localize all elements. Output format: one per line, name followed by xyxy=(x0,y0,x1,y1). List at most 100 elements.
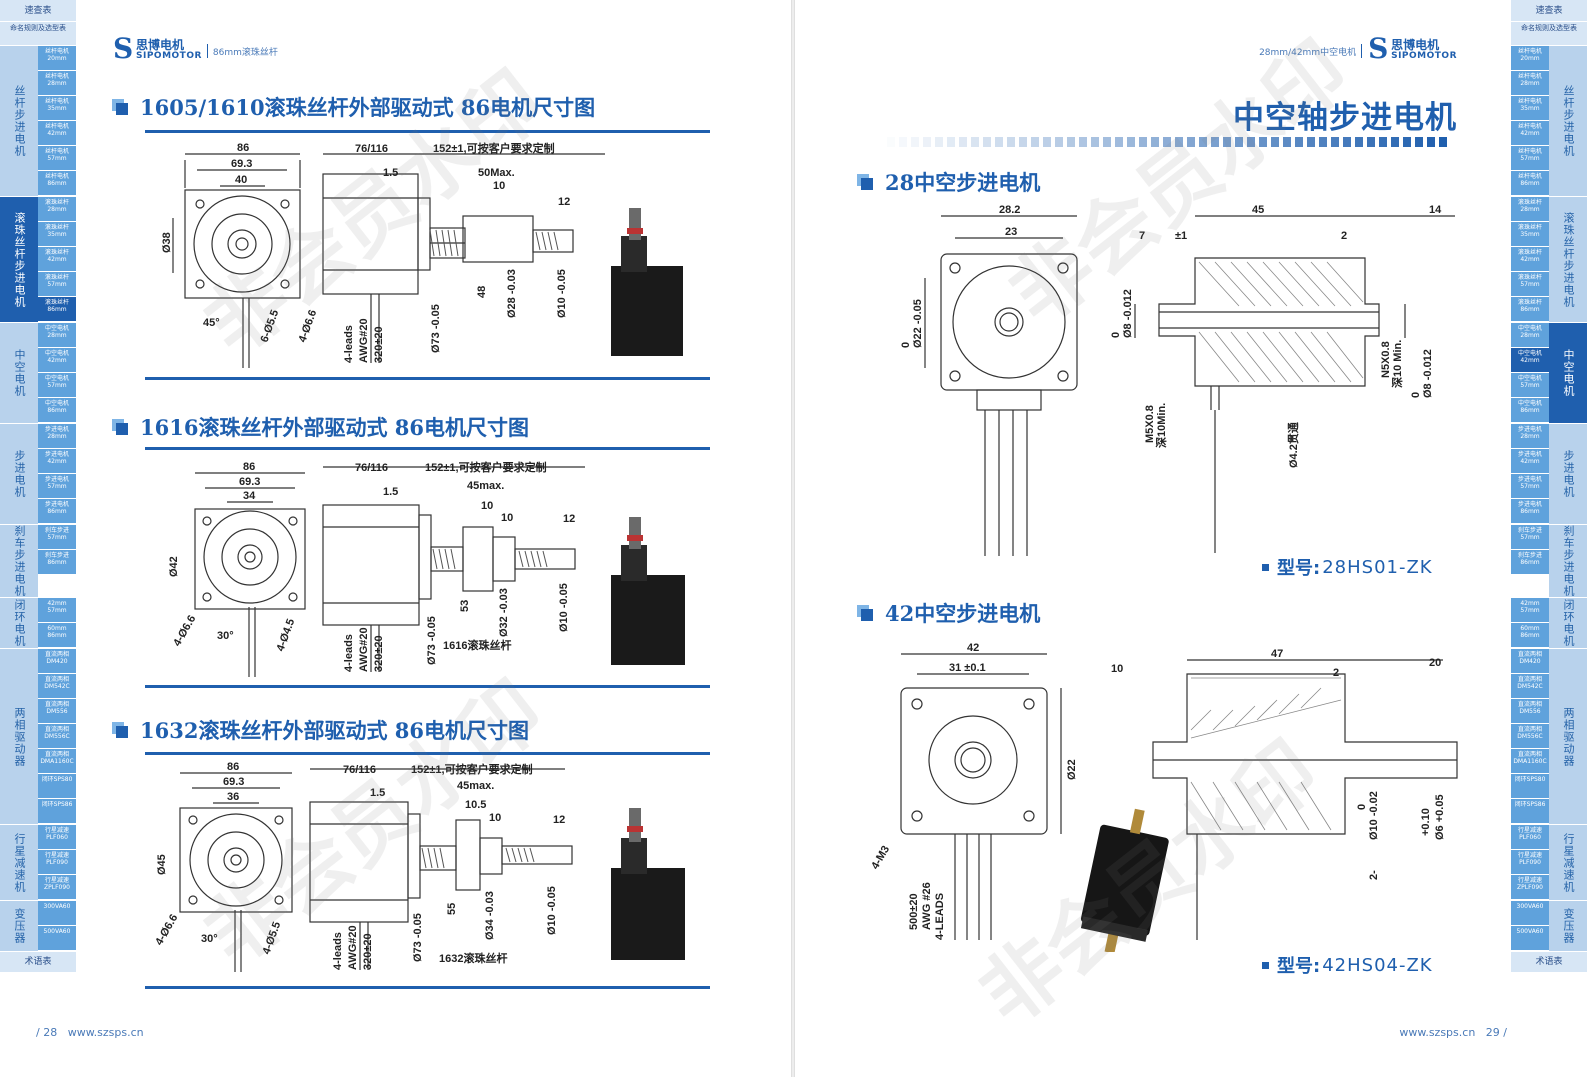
tab-item[interactable]: 300VA60 xyxy=(1511,901,1549,926)
tab-quick-reference[interactable]: 速查表 xyxy=(0,0,76,22)
tab-item[interactable]: 步进电机57mm xyxy=(38,474,76,499)
tab-item[interactable]: 中空电机86mm xyxy=(1511,398,1549,423)
tab-item[interactable]: 行星减速ZPLF090 xyxy=(38,875,76,900)
tab-item[interactable]: 直流两相DM556C xyxy=(38,724,76,749)
tab-item[interactable]: 丝杆电机42mm xyxy=(1511,121,1549,146)
tab-item[interactable]: 中空电机42mm xyxy=(38,348,76,373)
tab-item[interactable]: 42mm 57mm xyxy=(38,598,76,623)
tab-item[interactable]: 丝杆电机86mm xyxy=(1511,171,1549,196)
footer-url[interactable]: www.szsps.cn xyxy=(1399,1026,1476,1039)
tab-item[interactable]: 步进电机28mm xyxy=(38,424,76,449)
tab-item[interactable]: 闭环SPS86 xyxy=(1511,799,1549,824)
tab-category[interactable]: 变压器 xyxy=(0,901,38,951)
tab-item[interactable]: 行星减速PLF090 xyxy=(1511,850,1549,875)
tab-item[interactable]: 滚珠丝杆42mm xyxy=(38,247,76,272)
tab-item[interactable]: 42mm 57mm xyxy=(1511,598,1549,623)
tab-glossary[interactable]: 术语表 xyxy=(1511,952,1587,972)
footer-url[interactable]: www.szsps.cn xyxy=(67,1026,144,1039)
tab-category[interactable]: 步进电机 xyxy=(1549,424,1587,524)
tab-item[interactable]: 刹车步进86mm xyxy=(1511,550,1549,575)
tab-item[interactable]: 滚珠丝杆28mm xyxy=(1511,197,1549,222)
tab-item[interactable]: 中空电机28mm xyxy=(38,323,76,348)
tab-category[interactable]: 滚珠丝杆步进电机 xyxy=(1549,197,1587,322)
tab-item[interactable]: 滚珠丝杆57mm xyxy=(38,272,76,297)
tab-item[interactable]: 丝杆电机86mm xyxy=(38,171,76,196)
tab-glossary[interactable]: 术语表 xyxy=(0,952,76,972)
tab-category[interactable]: 刹车步进电机 xyxy=(1549,525,1587,597)
tab-item[interactable]: 刹车步进57mm xyxy=(38,525,76,550)
tab-item[interactable]: 300VA60 xyxy=(38,901,76,926)
tab-naming-rules[interactable]: 命名规则及选型表 xyxy=(0,22,76,46)
tab-item[interactable]: 步进电机28mm xyxy=(1511,424,1549,449)
tab-category[interactable]: 刹车步进电机 xyxy=(0,525,38,597)
tab-item[interactable]: 500VA60 xyxy=(1511,926,1549,951)
tab-item[interactable]: 丝杆电机28mm xyxy=(38,71,76,96)
tab-item[interactable]: 滚珠丝杆35mm xyxy=(1511,222,1549,247)
svg-text:Ø10 -0.02: Ø10 -0.02 xyxy=(1368,791,1380,840)
tab-item[interactable]: 滚珠丝杆57mm xyxy=(1511,272,1549,297)
tab-item[interactable]: 滚珠丝杆86mm xyxy=(1511,297,1549,322)
tab-item[interactable]: 步进电机42mm xyxy=(1511,449,1549,474)
tab-naming-rules[interactable]: 命名规则及选型表 xyxy=(1511,22,1587,46)
tab-item[interactable]: 直流两相DM420 xyxy=(38,649,76,674)
tab-item[interactable]: 滚珠丝杆35mm xyxy=(38,222,76,247)
tab-item[interactable]: 滚珠丝杆86mm xyxy=(38,297,76,322)
tab-item[interactable]: 刹车步进86mm xyxy=(38,550,76,575)
tab-category[interactable]: 丝杆步进电机 xyxy=(0,46,38,196)
tab-item[interactable]: 丝杆电机42mm xyxy=(38,121,76,146)
tab-item[interactable]: 闭环SPS80 xyxy=(1511,774,1549,799)
tab-item[interactable]: 直流两相DM556C xyxy=(1511,724,1549,749)
tab-category[interactable]: 闭环电机 xyxy=(0,598,38,648)
tab-category[interactable]: 中空电机 xyxy=(1549,323,1587,423)
tab-item[interactable]: 直流两相DM542C xyxy=(38,674,76,699)
tab-category[interactable]: 两相驱动器 xyxy=(1549,649,1587,824)
tab-quick-reference[interactable]: 速查表 xyxy=(1511,0,1587,22)
tab-item[interactable]: 中空电机86mm xyxy=(38,398,76,423)
tab-item[interactable]: 行星减速ZPLF090 xyxy=(1511,875,1549,900)
tab-item[interactable]: 步进电机86mm xyxy=(1511,499,1549,524)
dash-segment xyxy=(1127,137,1135,147)
svg-text:Ø6 +0.05: Ø6 +0.05 xyxy=(1434,794,1446,840)
tab-item[interactable]: 步进电机86mm xyxy=(38,499,76,524)
tab-item[interactable]: 丝杆电机57mm xyxy=(1511,146,1549,171)
tab-item[interactable]: 中空电机57mm xyxy=(1511,373,1549,398)
tab-item[interactable]: 行星减速PLF060 xyxy=(1511,825,1549,850)
tab-item[interactable]: 500VA60 xyxy=(38,926,76,951)
tab-category[interactable]: 行星减速机 xyxy=(1549,825,1587,900)
tab-item[interactable]: 丝杆电机57mm xyxy=(38,146,76,171)
tab-item[interactable]: 闭环SPS86 xyxy=(38,799,76,824)
tab-category[interactable]: 丝杆步进电机 xyxy=(1549,46,1587,196)
tab-item[interactable]: 中空电机28mm xyxy=(1511,323,1549,348)
tab-item[interactable]: 直流两相DM556 xyxy=(38,699,76,724)
tab-category[interactable]: 两相驱动器 xyxy=(0,649,38,824)
tab-item[interactable]: 行星减速PLF060 xyxy=(38,825,76,850)
tab-item[interactable]: 丝杆电机35mm xyxy=(1511,96,1549,121)
tab-category[interactable]: 闭环电机 xyxy=(1549,598,1587,648)
tab-item[interactable]: 闭环SPS80 xyxy=(38,774,76,799)
tab-item[interactable]: 步进电机57mm xyxy=(1511,474,1549,499)
tab-item[interactable]: 步进电机42mm xyxy=(38,449,76,474)
tab-category[interactable]: 滚珠丝杆步进电机 xyxy=(0,197,38,322)
tab-category[interactable]: 步进电机 xyxy=(0,424,38,524)
tab-item[interactable]: 滚珠丝杆42mm xyxy=(1511,247,1549,272)
tab-item[interactable]: 刹车步进57mm xyxy=(1511,525,1549,550)
tab-category[interactable]: 变压器 xyxy=(1549,901,1587,951)
tab-category[interactable]: 中空电机 xyxy=(0,323,38,423)
tab-item[interactable]: 行星减速PLF090 xyxy=(38,850,76,875)
tab-item[interactable]: 中空电机42mm xyxy=(1511,348,1549,373)
tab-item[interactable]: 60mm 86mm xyxy=(38,623,76,648)
tab-item[interactable]: 滚珠丝杆28mm xyxy=(38,197,76,222)
tab-item[interactable]: 直流两相DM542C xyxy=(1511,674,1549,699)
tab-item[interactable]: 直流两相DMA1160C xyxy=(1511,749,1549,774)
tab-item[interactable]: 60mm 86mm xyxy=(1511,623,1549,648)
tab-item[interactable]: 丝杆电机28mm xyxy=(1511,71,1549,96)
tab-item[interactable]: 中空电机57mm xyxy=(38,373,76,398)
tab-item[interactable]: 直流两相DMA1160C xyxy=(38,749,76,774)
tab-category[interactable]: 行星减速机 xyxy=(0,825,38,900)
tab-item[interactable]: 丝杆电机35mm xyxy=(38,96,76,121)
tab-item[interactable]: 丝杆电机20mm xyxy=(1511,46,1549,71)
tab-item[interactable]: 直流两相DM420 xyxy=(1511,649,1549,674)
tab-item[interactable]: 丝杆电机20mm xyxy=(38,46,76,71)
tab-item[interactable]: 直流两相DM556 xyxy=(1511,699,1549,724)
